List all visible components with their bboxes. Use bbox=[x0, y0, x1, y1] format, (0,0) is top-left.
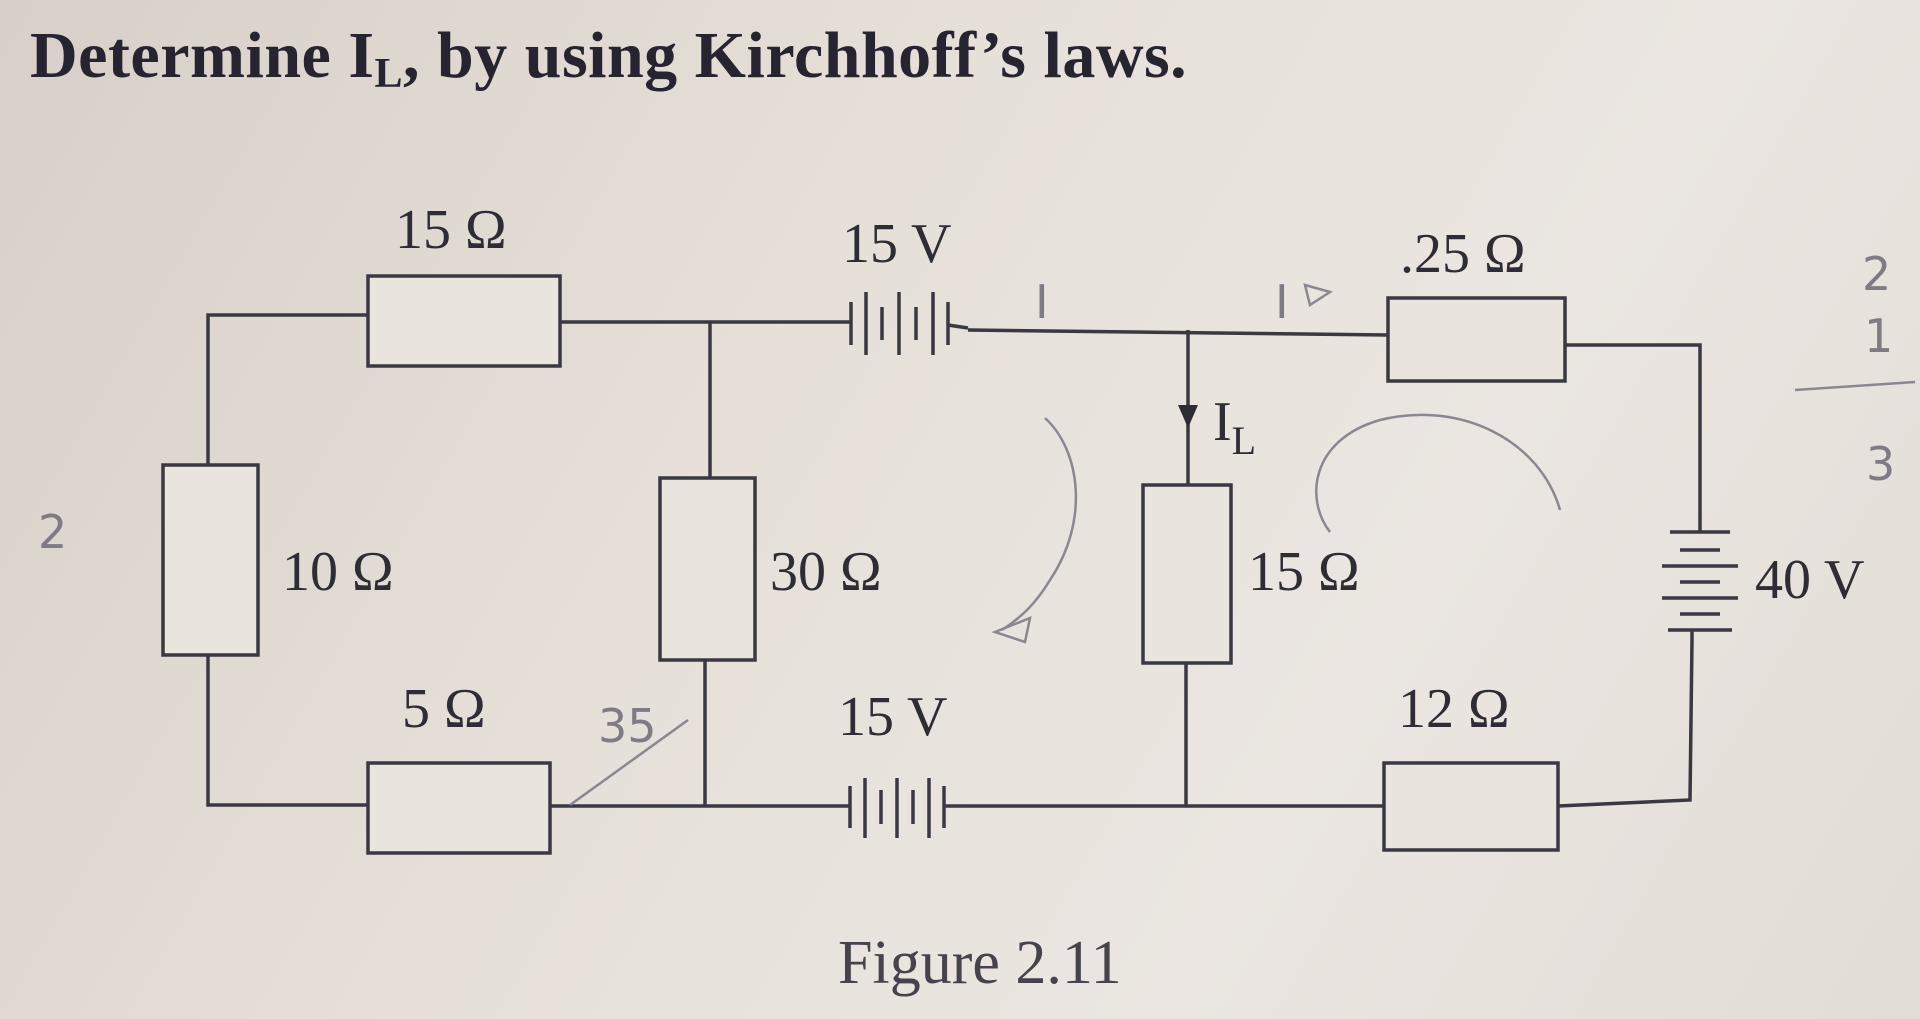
pencil-note-i-top-right: I bbox=[1275, 275, 1289, 329]
label-resistor-15-load: 15 Ω bbox=[1248, 541, 1360, 603]
question-heading: Determine IL, by using Kirchhoff’s laws. bbox=[30, 18, 1187, 98]
pencil-note-3: 3 bbox=[1866, 437, 1895, 491]
wire-bottom-left bbox=[206, 655, 368, 807]
pencil-note-left: 2 bbox=[38, 505, 67, 559]
label-resistor-30-mid: 30 Ω bbox=[770, 541, 882, 603]
wire-top-right bbox=[1565, 343, 1702, 500]
pencil-annotations: I I 2 35 2 1 3 bbox=[38, 247, 1916, 807]
label-current-il-main: I bbox=[1213, 391, 1232, 453]
battery-15v-bottom bbox=[843, 778, 962, 838]
label-resistor-5-bottom: 5 Ω bbox=[402, 678, 486, 740]
resistor-15-load bbox=[1141, 483, 1233, 665]
question-prefix: Determine I bbox=[30, 19, 375, 92]
pencil-note-1: 1 bbox=[1864, 309, 1893, 363]
battery-15v-top bbox=[843, 292, 969, 355]
battery-40v-right bbox=[1662, 500, 1738, 640]
label-battery-40v: 40 V bbox=[1755, 549, 1864, 611]
pencil-loop-right bbox=[1315, 413, 1562, 533]
label-resistor-12-bottom: 12 Ω bbox=[1398, 678, 1510, 740]
label-resistor-15-top: 15 Ω bbox=[395, 199, 507, 261]
label-battery-15v-top: 15 V bbox=[842, 213, 951, 275]
question-subscript: L bbox=[374, 51, 404, 97]
resistor-25-top bbox=[1386, 296, 1567, 383]
pencil-fraction-bar bbox=[1794, 380, 1916, 392]
wire-top-b bbox=[967, 328, 1389, 337]
figure-caption: Figure 2.11 bbox=[838, 929, 1122, 997]
resistor-12-bottom bbox=[1382, 761, 1560, 852]
resistor-5-bottom bbox=[366, 761, 552, 855]
pencil-arrow-icon bbox=[1303, 283, 1333, 308]
label-resistor-10-left: 10 Ω bbox=[282, 541, 394, 603]
current-arrow-down-icon bbox=[1178, 405, 1198, 428]
resistor-10-left bbox=[161, 463, 260, 657]
pencil-slash bbox=[569, 718, 689, 807]
resistor-30-mid bbox=[658, 476, 757, 662]
pencil-note-bottom-left: 35 bbox=[598, 699, 657, 753]
pencil-note-2: 2 bbox=[1862, 247, 1891, 301]
circuit-wires bbox=[206, 313, 1702, 808]
label-battery-15v-bottom: 15 V bbox=[838, 686, 947, 748]
label-resistor-25-top: .25 Ω bbox=[1400, 223, 1526, 285]
wire-top-left bbox=[206, 313, 368, 465]
wire-bottom-right bbox=[1557, 639, 1694, 808]
label-current-il-sub: L bbox=[1232, 418, 1256, 463]
pencil-loop-left bbox=[1001, 417, 1078, 632]
question-suffix: , by using Kirchhoff’s laws. bbox=[403, 19, 1188, 92]
pencil-note-i-top: I bbox=[1035, 275, 1049, 329]
label-current-il: IL bbox=[1213, 391, 1256, 463]
pencil-loop-arrow-icon bbox=[991, 615, 1032, 644]
resistor-15-top bbox=[366, 274, 562, 368]
